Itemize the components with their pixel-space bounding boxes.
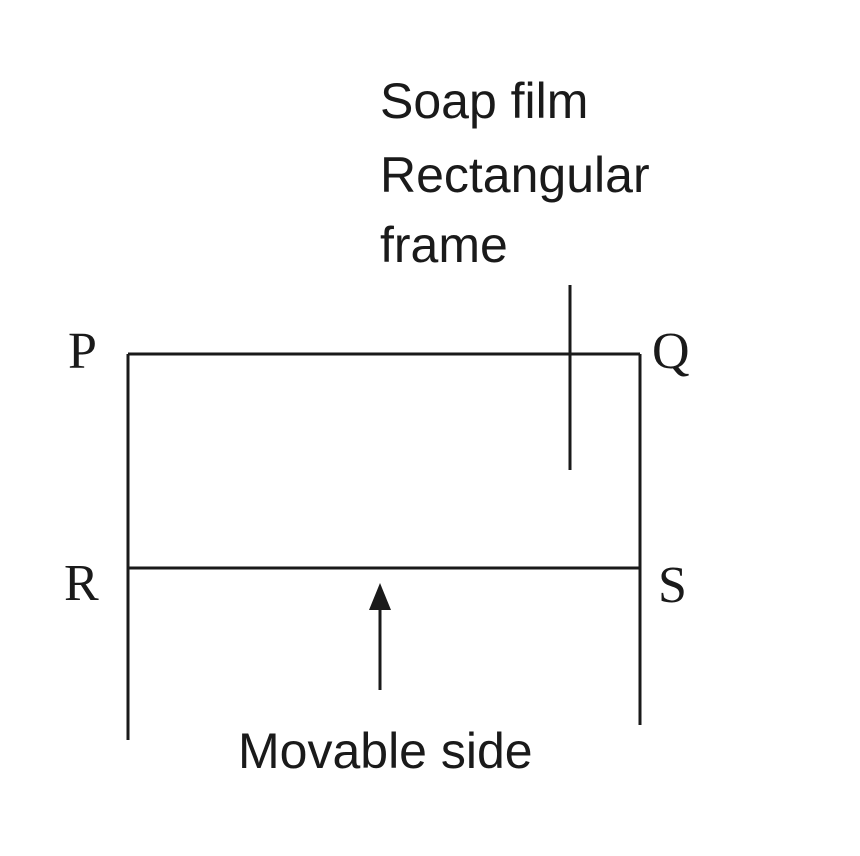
- point-s: S: [658, 557, 687, 614]
- point-p: P: [68, 323, 97, 380]
- movable-side-label: Movable side: [238, 723, 533, 779]
- frame-label: frame: [380, 217, 508, 273]
- arrow-head-icon: [369, 583, 391, 610]
- rectangular-label: Rectangular: [380, 147, 650, 203]
- soap-film-label: Soap film: [380, 73, 588, 129]
- point-r: R: [64, 555, 99, 612]
- point-q: Q: [652, 323, 690, 380]
